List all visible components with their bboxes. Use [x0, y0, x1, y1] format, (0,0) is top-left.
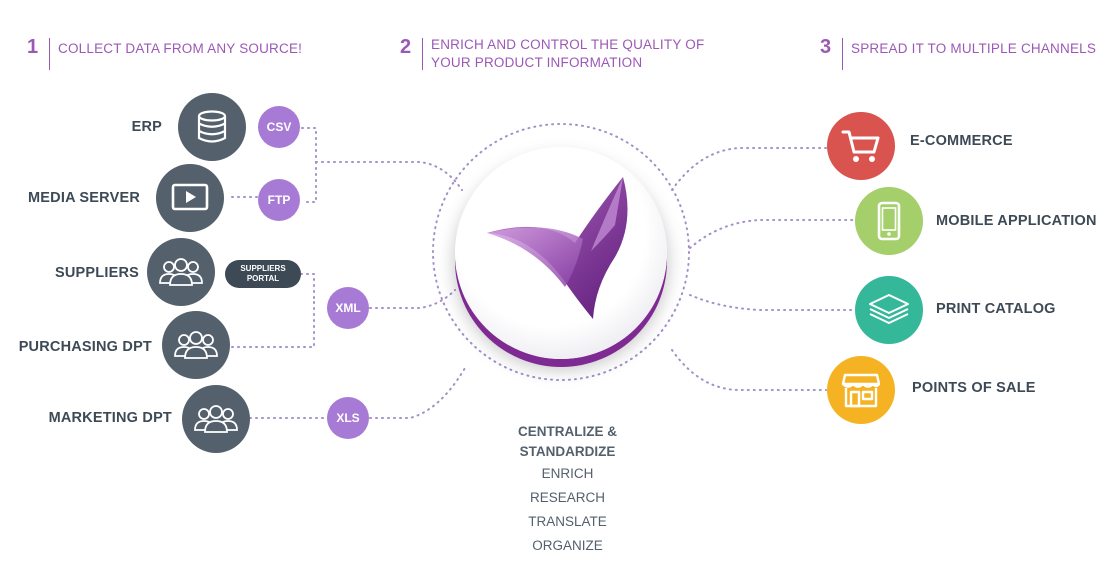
connector-purchasing-xml [231, 299, 315, 348]
source-label-marketing-dpt: MARKETING DPT [48, 410, 172, 426]
action-main-line1: CENTRALIZE & [518, 424, 617, 439]
step-text: COLLECT DATA FROM ANY SOURCE! [58, 41, 303, 56]
storefront-icon [841, 373, 881, 408]
action-item: ENRICH [541, 466, 594, 481]
connector-print [689, 294, 855, 311]
connector-csv-ftp [301, 127, 317, 203]
portal-line2: PORTAL [246, 274, 280, 283]
source-marketing-dpt [182, 385, 250, 453]
channel-ecommerce [827, 112, 895, 180]
source-purchasing-dpt [162, 311, 230, 379]
action-main-line2: STANDARDIZE [519, 444, 616, 459]
channel-label-print-catalog: PRINT CATALOG [936, 301, 1056, 317]
database-icon [197, 110, 227, 143]
action-item: ORGANIZE [532, 538, 603, 553]
akeneo-logo [487, 177, 628, 319]
connector-ecommerce [671, 147, 827, 191]
source-label-suppliers: SUPPLIERS [55, 265, 139, 281]
source-label-purchasing-dpt: PURCHASING DPT [18, 339, 152, 355]
people-icon [174, 331, 218, 359]
people-icon [194, 405, 238, 433]
channel-label-points-of-sale: POINTS OF SALE [912, 380, 1036, 396]
smartphone-icon [877, 201, 901, 241]
format-xml: XML [327, 287, 369, 329]
source-suppliers [147, 238, 215, 306]
step-divider [842, 38, 843, 70]
step-text-line1: ENRICH AND CONTROL THE QUALITY OF [431, 37, 705, 52]
format-csv: CSV [258, 106, 300, 148]
step-number: 1 [27, 36, 39, 58]
connector-portal-xml [300, 273, 315, 301]
step-divider [422, 38, 423, 70]
step-number: 3 [820, 36, 832, 58]
video-play-icon [171, 183, 209, 211]
source-media-server [156, 164, 224, 232]
center-ring [432, 123, 690, 381]
source-erp [178, 93, 246, 161]
source-label-media-server: MEDIA SERVER [28, 190, 140, 206]
channel-label-mobile-application: MOBILE APPLICATION [936, 213, 1097, 229]
action-item: RESEARCH [529, 490, 605, 505]
suppliers-portal-badge: SUPPLIERS PORTAL [225, 260, 301, 288]
step-text-line2: YOUR PRODUCT INFORMATION [431, 55, 643, 70]
step-3: 3 SPREAD IT TO MULTIPLE CHANNELS [820, 36, 1096, 70]
step-text: SPREAD IT TO MULTIPLE CHANNELS [851, 41, 1097, 56]
channel-label-ecommerce: E-COMMERCE [910, 133, 1013, 149]
connector-xml-center [369, 289, 456, 309]
connector-mobile [689, 219, 855, 249]
format-ftp: FTP [258, 179, 300, 221]
people-icon [159, 258, 203, 286]
action-item: TRANSLATE [528, 514, 607, 529]
connector-pos [671, 349, 827, 391]
connector-xls-center [369, 367, 466, 419]
shopping-cart-icon [841, 130, 880, 162]
step-text: ENRICH AND CONTROL THE QUALITY OF YOUR P… [431, 36, 704, 72]
format-xls: XLS [327, 397, 369, 439]
channel-mobile-application [855, 187, 923, 255]
center-logo [455, 147, 667, 359]
connector-bracket-center [315, 161, 463, 191]
channel-points-of-sale [827, 356, 895, 424]
step-2: 2 ENRICH AND CONTROL THE QUALITY OF YOUR… [400, 36, 704, 72]
step-divider [49, 38, 50, 70]
portal-line1: SUPPLIERS [240, 264, 286, 273]
actions-list: CENTRALIZE & STANDARDIZE ENRICH RESEARCH… [495, 422, 640, 558]
step-number: 2 [400, 36, 412, 58]
source-label-erp: ERP [131, 119, 162, 135]
step-1: 1 COLLECT DATA FROM ANY SOURCE! [27, 36, 302, 70]
layers-icon [869, 294, 909, 324]
channel-print-catalog [855, 276, 923, 344]
